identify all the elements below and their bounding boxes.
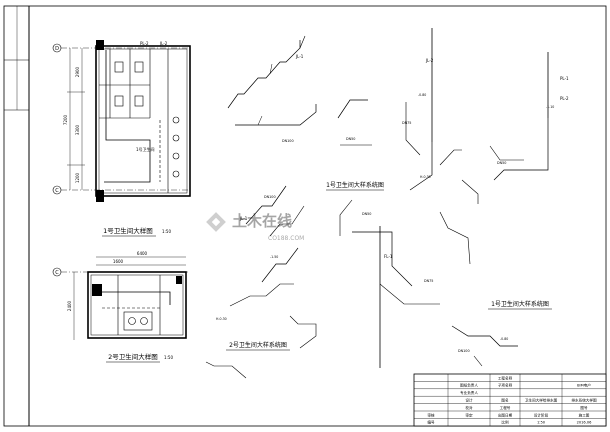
toilet-plan-1: D C 2900 3300 1200 7200 bbox=[52, 40, 191, 237]
title-block-cell: 施工图 bbox=[579, 412, 590, 417]
title-block-cell: 图名 bbox=[501, 398, 509, 403]
pipe-size-note: DN100 bbox=[264, 195, 276, 199]
column-block bbox=[176, 276, 182, 284]
dimension-text: 7200 bbox=[63, 114, 68, 125]
title-block-cell: 工程号 bbox=[500, 405, 511, 410]
riser-label: JL-1 bbox=[295, 54, 304, 59]
system-diagram-title: 2号卫生间大样系统图 bbox=[229, 341, 287, 349]
dimension-text: 1600 bbox=[113, 259, 124, 264]
title-block-cell: 校对 bbox=[465, 405, 473, 410]
toilet-fixture bbox=[114, 95, 124, 107]
title-block-cell: 设计阶段 bbox=[534, 412, 549, 417]
title-block-cell: 设计 bbox=[465, 398, 473, 403]
pipe-size-note: DN50 bbox=[362, 212, 371, 216]
grid-axis-label: D bbox=[55, 46, 59, 52]
elevation-note: -1.50 bbox=[270, 255, 278, 259]
title-block-cell: 审定 bbox=[465, 412, 473, 417]
plan-scale: 1:50 bbox=[164, 355, 173, 360]
elevation-note: -0.80 bbox=[418, 93, 426, 97]
watermark-brand: 土木在线 bbox=[232, 212, 292, 230]
plan-title: 2号卫生间大样图 bbox=[108, 352, 158, 361]
pipe-size-note: DN50 bbox=[497, 161, 506, 165]
elevation-note: H-0.30 bbox=[216, 317, 227, 321]
riser-label: PL-2 bbox=[560, 96, 569, 101]
system-diagram-title: 1号卫生间大样系统图 bbox=[326, 181, 384, 189]
title-block-cell: 2016.06 bbox=[577, 421, 593, 425]
plan-title: 1号卫生间大样图 bbox=[103, 226, 153, 235]
dimension-text: 3300 bbox=[75, 124, 80, 135]
title-block-cell: BIM电户 bbox=[577, 383, 591, 388]
dimension-text: 2900 bbox=[75, 66, 80, 77]
pipe-size-note: DN75 bbox=[424, 279, 433, 283]
title-block-cell: 工程名称 bbox=[498, 375, 513, 380]
dimension-text: 6400 bbox=[137, 251, 148, 256]
watermark-url: CO188.COM bbox=[268, 235, 304, 242]
title-block-cell: 出图日期 bbox=[498, 412, 513, 417]
title-block-cell: 1:50 bbox=[537, 421, 546, 425]
pipe-size-note: DN100 bbox=[282, 139, 294, 143]
system-diagram-title: 1号卫生间大样系统图 bbox=[491, 300, 549, 308]
toilet-fixture bbox=[134, 61, 144, 73]
elevation-note: -0.80 bbox=[500, 337, 508, 341]
dimension-text: 1200 bbox=[75, 172, 80, 183]
room-label: 1号卫生间 bbox=[136, 146, 155, 152]
title-block-cell: 编号 bbox=[427, 420, 435, 425]
toilet-fixture bbox=[114, 61, 124, 73]
pipe-size-note: DN75 bbox=[402, 121, 411, 125]
toilet-fixture bbox=[134, 95, 144, 107]
isometric-pipe-systems bbox=[205, 28, 549, 379]
pipe-label: PL-2 bbox=[140, 41, 149, 46]
riser-label: PL-1 bbox=[560, 76, 569, 81]
title-block-cell: 审核 bbox=[427, 412, 435, 417]
riser-label: FL-1 bbox=[384, 254, 393, 259]
title-block-cell: 专业负责人 bbox=[460, 390, 478, 395]
title-block-cell: 排水系统大样图 bbox=[571, 398, 597, 403]
wash-basin bbox=[140, 317, 148, 325]
grid-axis-label: C bbox=[55, 188, 59, 194]
urinal-fixture bbox=[172, 152, 180, 160]
title-block bbox=[413, 373, 607, 427]
wash-basin bbox=[128, 317, 136, 325]
riser-label: JL-1 bbox=[239, 216, 248, 221]
riser-label: JL-2 bbox=[425, 58, 434, 63]
pipe-label: JL-2 bbox=[159, 41, 168, 46]
toilet-plan-2: C 6400 1600 2400 2号卫生间大样图 1:50 bbox=[52, 251, 190, 363]
pipe-size-note: DN100 bbox=[458, 349, 470, 353]
column-block bbox=[92, 284, 102, 296]
urinal-fixture bbox=[172, 170, 180, 178]
title-block-cell: 图号 bbox=[580, 405, 588, 410]
column-block bbox=[96, 190, 104, 202]
wash-basin-counter bbox=[123, 311, 153, 331]
column-block bbox=[96, 40, 104, 50]
dimension-text: 2400 bbox=[67, 300, 72, 311]
watermark: 土木在线 CO188.COM bbox=[206, 212, 304, 242]
title-block-cell: 图纸负责人 bbox=[460, 383, 478, 388]
grid-axis-label: C bbox=[55, 270, 59, 276]
plan-scale: 1:50 bbox=[162, 229, 171, 234]
urinal-fixture bbox=[172, 116, 180, 124]
title-block-cell: 比例 bbox=[501, 420, 509, 425]
elevation-note: H-0.30 bbox=[420, 175, 431, 179]
urinal-fixture bbox=[172, 134, 180, 142]
sheet-frame bbox=[3, 5, 607, 427]
elevation-note: -1.10 bbox=[546, 105, 554, 109]
pipe-size-note: DN50 bbox=[346, 137, 355, 141]
title-block-cell: 卫生间大样给排水图 bbox=[525, 398, 558, 403]
title-block-cell: 子项名称 bbox=[498, 383, 513, 388]
